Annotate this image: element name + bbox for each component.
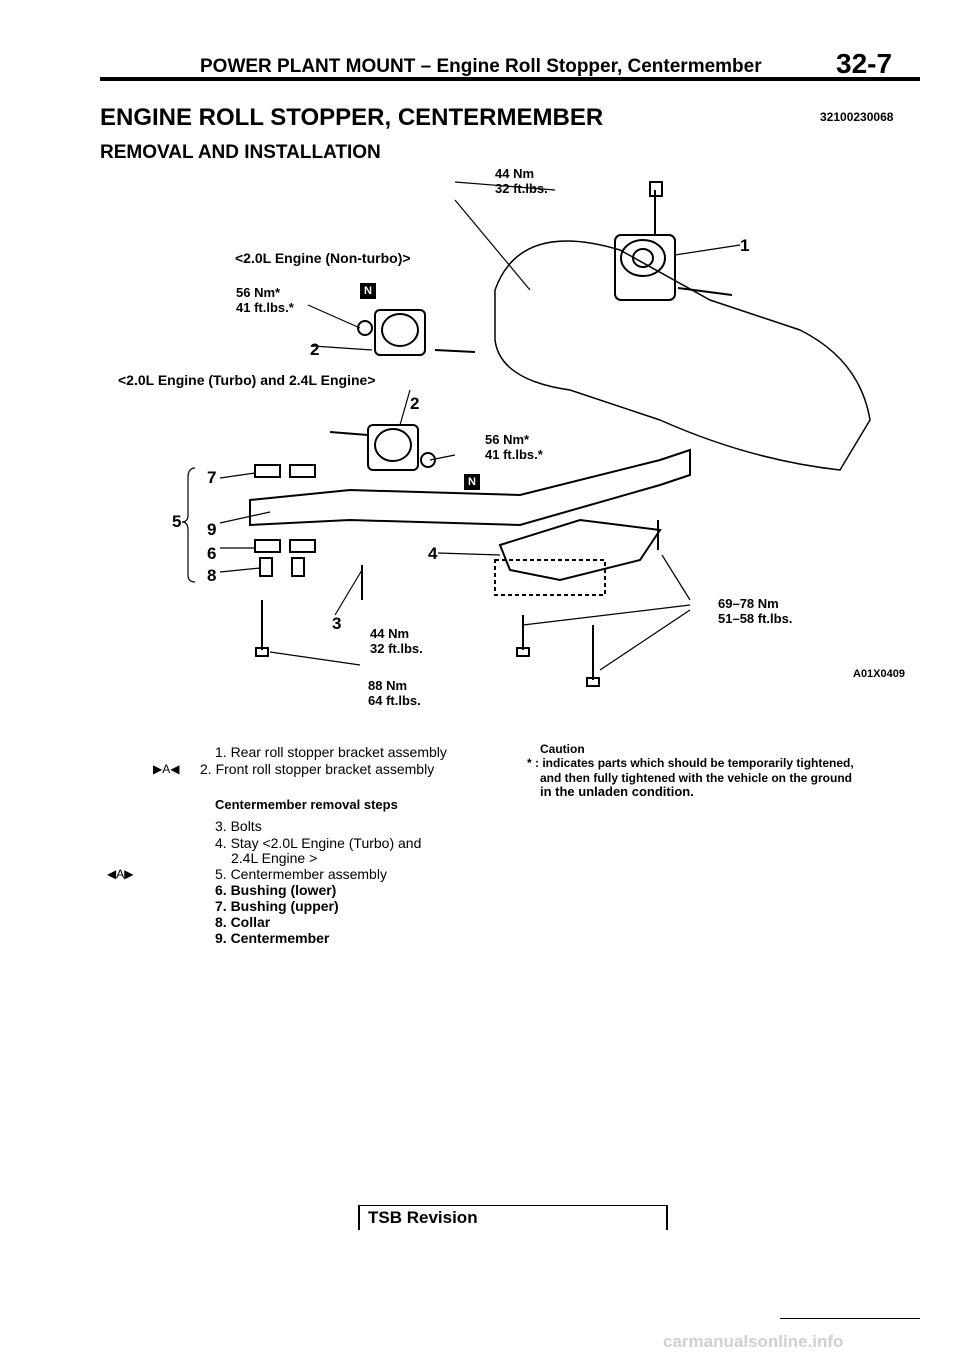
caution-line-3: in the unladen condition.: [540, 784, 694, 799]
torque-label-non-turbo: 56 Nm*41 ft.lbs.*: [236, 285, 294, 315]
callout-1: 1: [740, 236, 750, 255]
running-header: POWER PLANT MOUNT – Engine Roll Stopper,…: [200, 56, 762, 77]
reference-marker-a: ▶A◀: [153, 762, 180, 776]
part-item-4b: 2.4L Engine >: [231, 850, 318, 866]
part-item-4a: 4. Stay <2.0L Engine (Turbo) and: [215, 835, 422, 851]
removal-steps-heading: Centermember removal steps: [215, 797, 398, 812]
callout-2b: 2: [410, 394, 420, 413]
figure-code: A01X0409: [853, 668, 905, 680]
callout-5: 5: [172, 512, 182, 531]
variant-label-non-turbo: <2.0L Engine (Non-turbo)>: [235, 250, 411, 266]
footer-rule: [780, 1318, 920, 1319]
document-code: 32100230068: [820, 110, 894, 124]
n-mark-2: N: [464, 474, 480, 490]
section-subtitle: REMOVAL AND INSTALLATION: [100, 142, 381, 163]
part-item-6: 6. Bushing (lower): [215, 882, 337, 898]
callout-2a: 2: [310, 340, 320, 359]
page-title: ENGINE ROLL STOPPER, CENTERMEMBER: [100, 104, 604, 131]
page-number: 32-7: [836, 48, 893, 79]
bolts: [255, 520, 659, 687]
n-mark-1: N: [360, 283, 376, 299]
part-item-5: 5. Centermember assembly: [215, 866, 387, 882]
part-item-7: 7. Bushing (upper): [215, 898, 339, 914]
torque-label-turbo: 56 Nm*41 ft.lbs.*: [485, 432, 543, 462]
caution-line-2: and then fully tightened with the vehicl…: [540, 771, 852, 785]
watermark: carmanualsonline.info: [663, 1332, 844, 1351]
header-rule: [100, 77, 920, 81]
part-item-1: 1. Rear roll stopper bracket assembly: [215, 744, 447, 760]
reference-marker-a-reverse: ◀A▶: [107, 867, 134, 881]
front-roll-stopper-non-turbo: [357, 309, 476, 356]
tsb-revision-label: TSB Revision: [368, 1208, 478, 1227]
front-roll-stopper-turbo: [329, 424, 436, 471]
callout-4: 4: [428, 544, 438, 563]
callout-8: 8: [207, 566, 217, 585]
callout-9: 9: [207, 520, 217, 539]
callout-3: 3: [332, 614, 342, 633]
centermember: [249, 448, 691, 527]
mount-exploded-diagram: [181, 181, 871, 687]
callout-6: 6: [207, 544, 217, 563]
tsb-revision-box: [358, 1205, 668, 1230]
part-item-3: 3. Bolts: [215, 818, 262, 834]
variant-label-turbo: <2.0L Engine (Turbo) and 2.4L Engine>: [118, 372, 376, 388]
part-item-8: 8. Collar: [215, 914, 271, 930]
stay: [494, 518, 662, 596]
caution-heading: Caution: [540, 742, 585, 756]
rear-roll-stopper-bracket: [614, 181, 733, 301]
part-item-2: 2. Front roll stopper bracket assembly: [200, 761, 435, 777]
caution-line-1: * : indicates parts which should be temp…: [527, 756, 854, 770]
bushings: [254, 464, 316, 577]
part-item-9: 9. Centermember: [215, 930, 330, 946]
callout-7: 7: [207, 468, 217, 487]
